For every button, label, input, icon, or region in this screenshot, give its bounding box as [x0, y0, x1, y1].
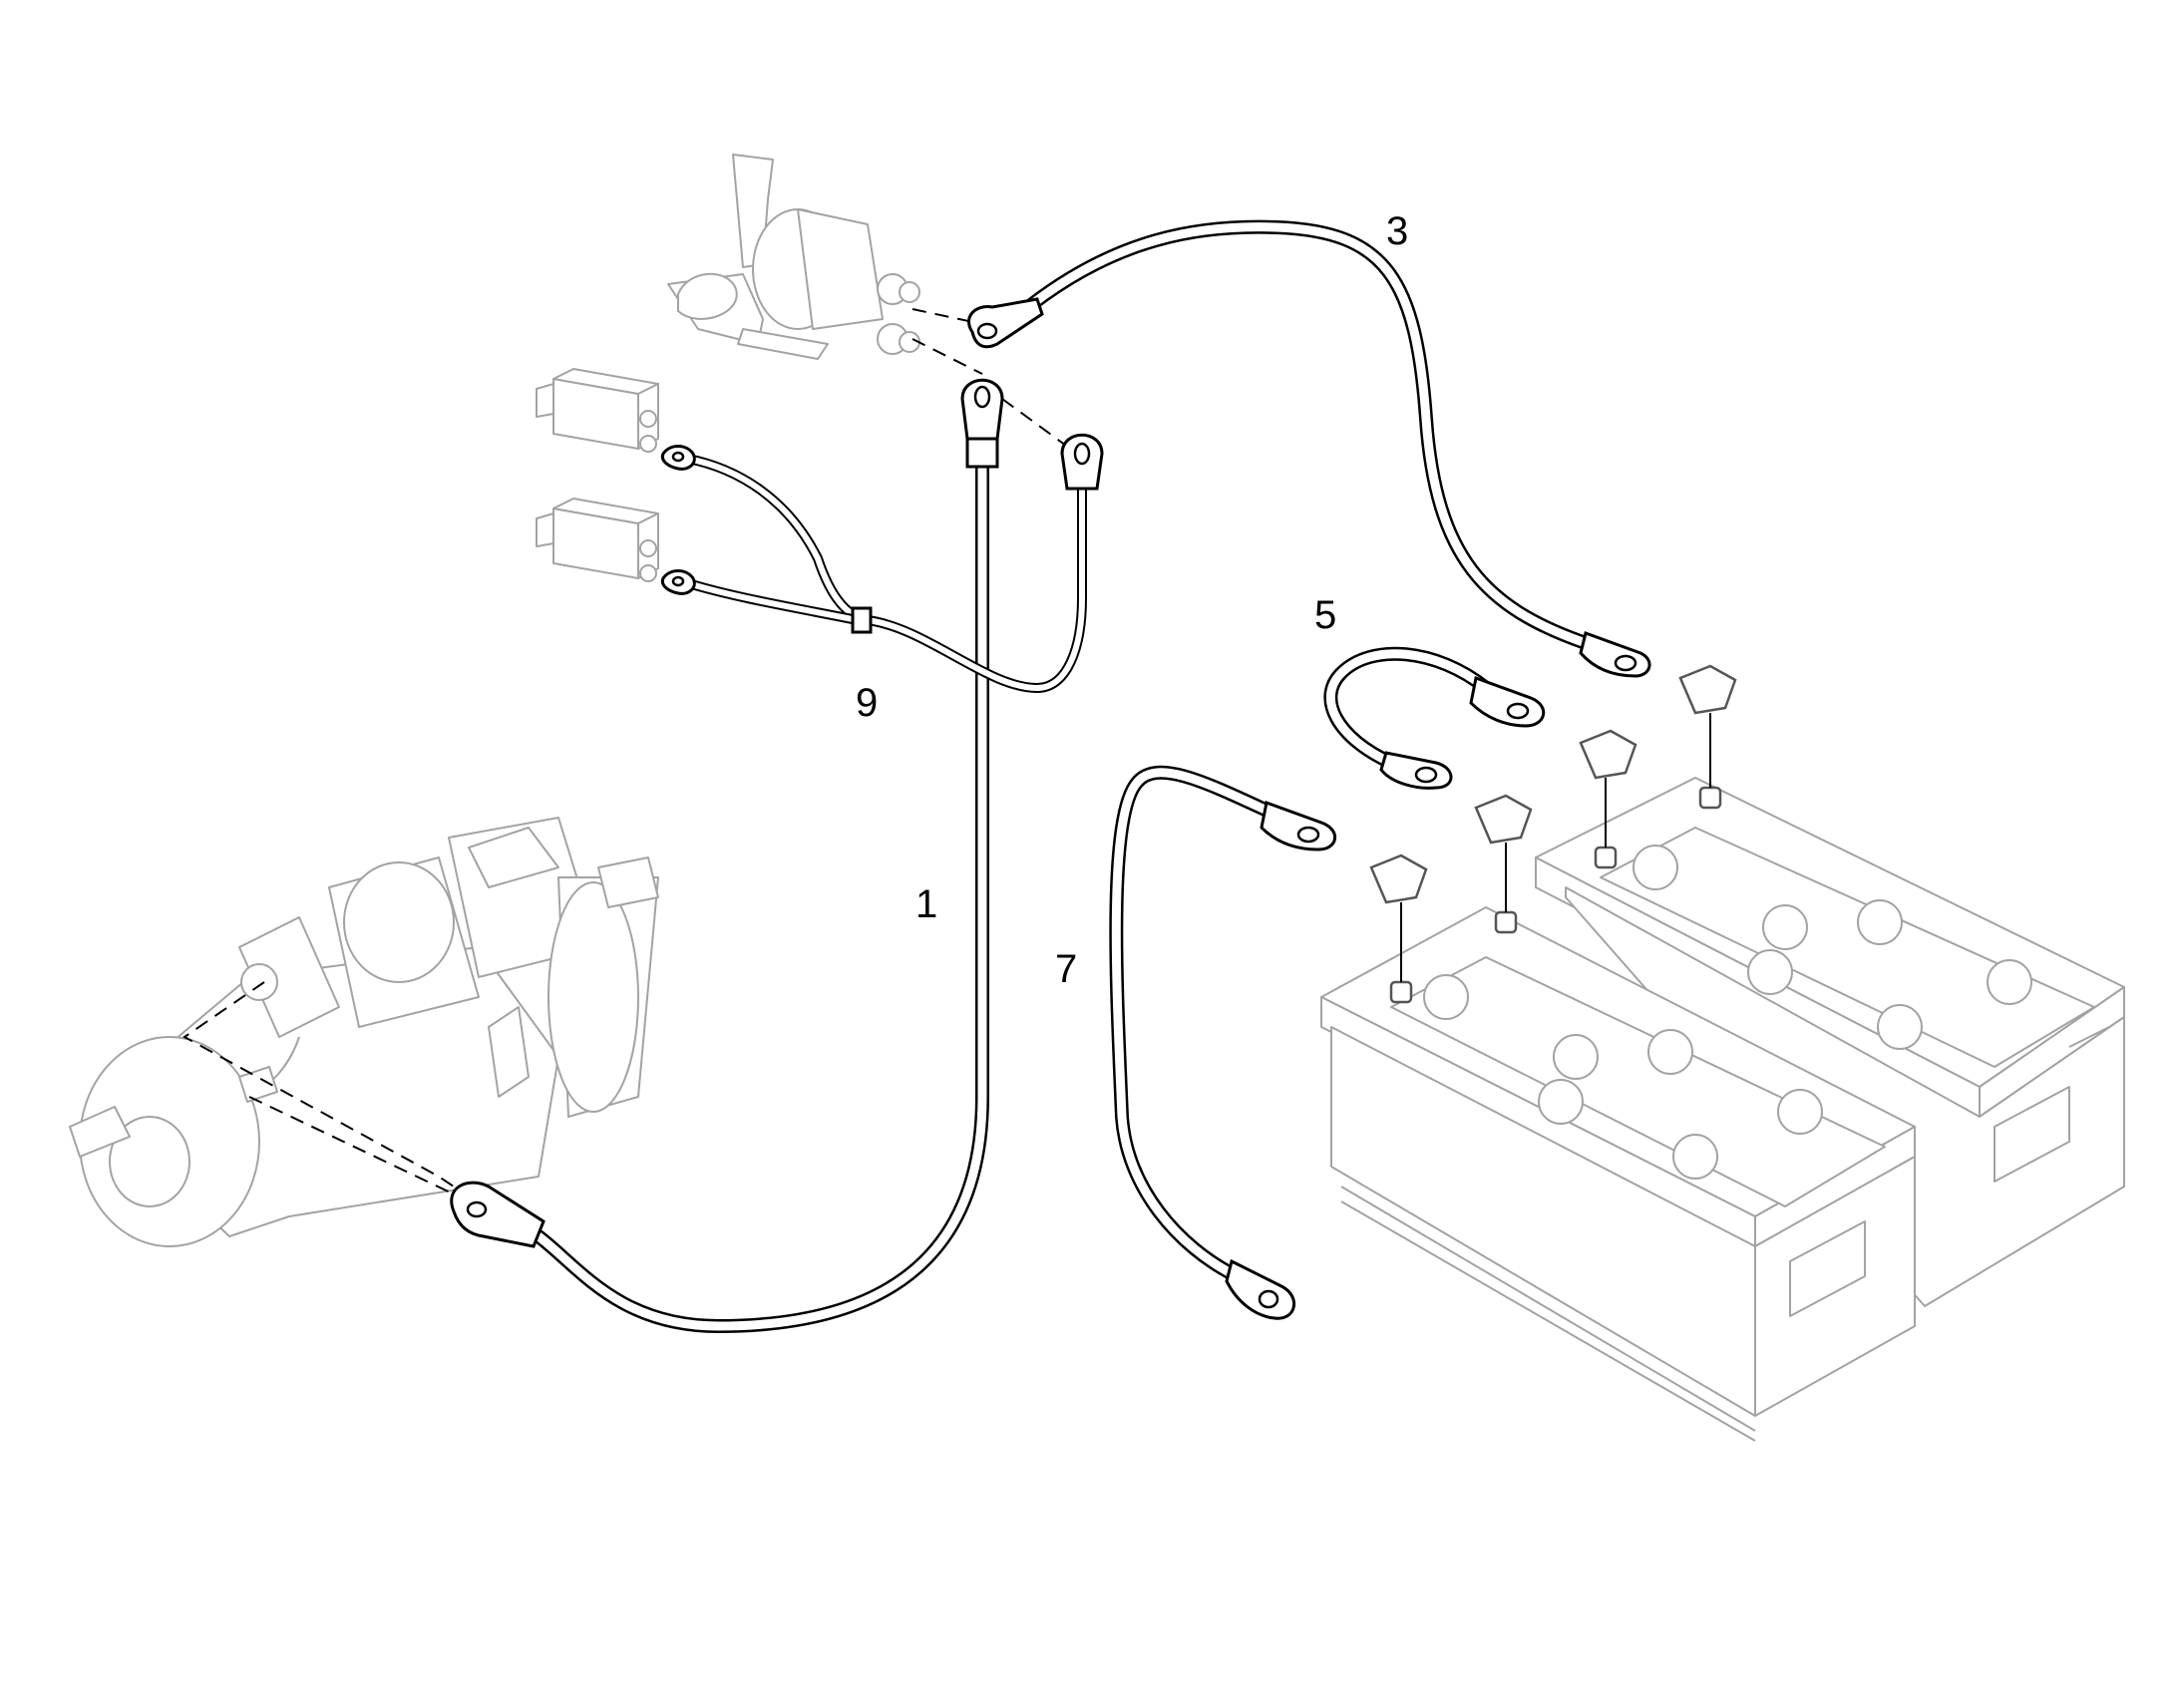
cable-5	[1323, 646, 1545, 790]
callout-3: 3	[1386, 209, 1408, 253]
cable-3	[967, 219, 1651, 678]
callout-7: 7	[1055, 947, 1077, 991]
cable-1	[450, 378, 1004, 1333]
callout-1: 1	[915, 882, 937, 926]
callout-5: 5	[1314, 593, 1336, 637]
battery-disconnect-switch	[667, 154, 920, 360]
cable-9	[660, 433, 1104, 694]
starter-motor	[69, 817, 659, 1247]
callout-9: 9	[856, 681, 878, 725]
battery-terminals	[1369, 664, 1737, 1004]
cable-7	[1109, 765, 1336, 1320]
relay-lower	[536, 498, 659, 582]
battery-front	[1320, 906, 1916, 1442]
relay-upper	[536, 368, 659, 453]
callout-labels: 1 3 5 7 9	[856, 209, 1408, 991]
